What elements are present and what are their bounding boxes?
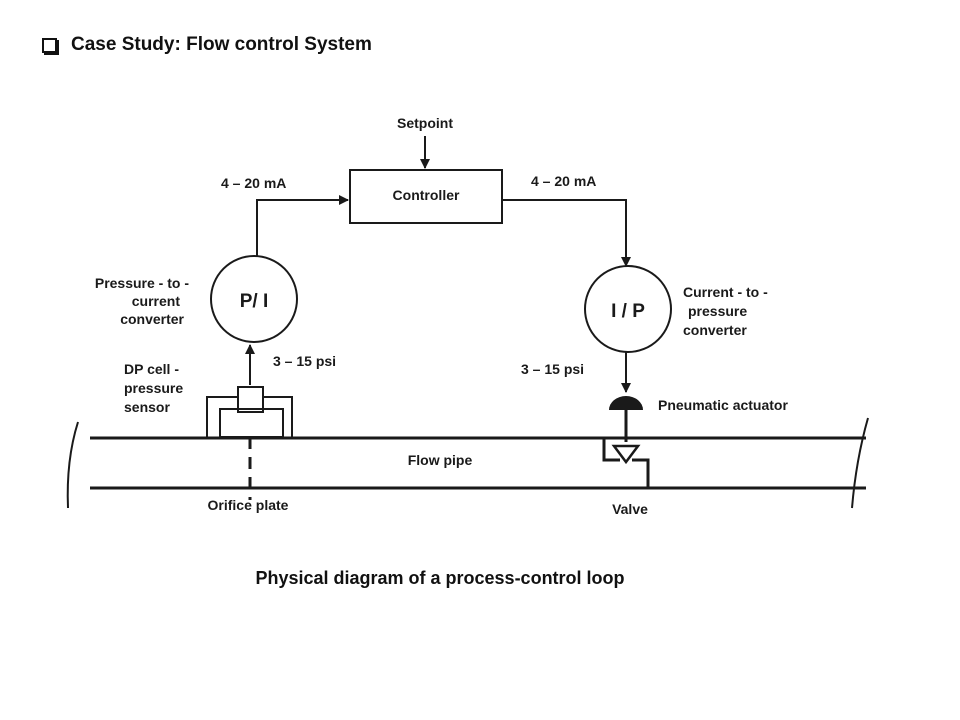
ip-label-line3: converter — [683, 322, 747, 338]
psi-right-label: 3 – 15 psi — [521, 361, 584, 377]
setpoint-label: Setpoint — [397, 115, 453, 131]
ip-label-line1: Current - to - — [683, 284, 768, 300]
slide-heading: Case Study: Flow control System — [42, 34, 372, 56]
pi-label-line2: current — [132, 293, 181, 309]
pipe-left-break — [66, 421, 79, 509]
dp-label-line3: sensor — [124, 399, 170, 415]
ip-circle-label: I / P — [611, 301, 645, 322]
dp-label-line1: DP cell - — [124, 361, 179, 377]
heading-text: Case Study: Flow control System — [71, 34, 372, 55]
valve-symbol — [602, 437, 650, 488]
valve-label: Valve — [612, 501, 648, 517]
actuator-label: Pneumatic actuator — [658, 397, 788, 413]
controller-label: Controller — [393, 187, 460, 203]
pi-circle-label: P/ I — [240, 291, 269, 312]
dp-label-line2: pressure — [124, 380, 183, 396]
checkbox-bullet-icon — [42, 37, 57, 53]
signal-left-label: 4 – 20 mA — [221, 175, 286, 191]
pipe-right-break — [851, 417, 869, 509]
flow-pipe-label: Flow pipe — [408, 452, 473, 468]
controller-box — [349, 169, 503, 224]
pi-label-line1: Pressure - to - — [95, 275, 189, 291]
diagram-caption: Physical diagram of a process-control lo… — [255, 568, 625, 588]
pneumatic-actuator-icon — [609, 396, 643, 410]
orifice-label: Orifice plate — [208, 497, 289, 513]
ip-label-line2: pressure — [688, 303, 747, 319]
pi-converter-circle — [210, 255, 298, 343]
controller-to-ip-line — [502, 199, 631, 267]
signal-right-label: 4 – 20 mA — [531, 173, 596, 189]
ip-converter-circle — [584, 265, 672, 353]
pi-to-controller-line — [256, 195, 349, 258]
psi-left-label: 3 – 15 psi — [273, 353, 336, 369]
dp-cell-sensor — [206, 386, 293, 438]
pi-label-line3: converter — [120, 311, 184, 327]
